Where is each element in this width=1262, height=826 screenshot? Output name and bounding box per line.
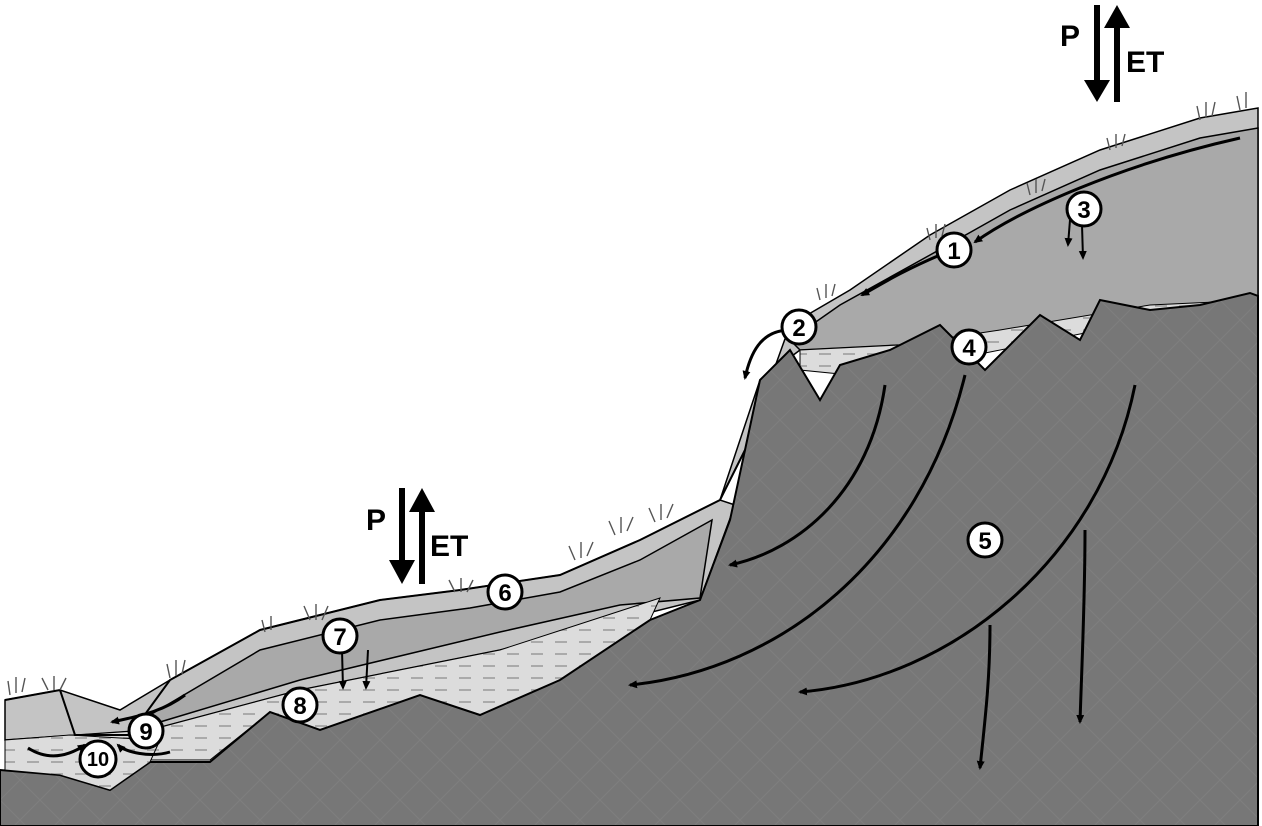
lower-precipitation-label: P [366,504,386,537]
svg-text:3: 3 [1077,197,1090,224]
label-1: 1 [935,231,973,269]
svg-text:10: 10 [87,749,109,771]
arrow-percolation-3b [1078,224,1087,260]
arrow-channel-10a [27,743,87,758]
label-3: 3 [1065,190,1103,228]
arrow-bedrock-flow-b [628,374,967,689]
top-p-et-indicator: P ET [1060,5,1164,102]
arrow-subsurface-flow-1b [860,253,941,297]
arrow-channel-10b [116,743,171,756]
arrow-percolation-3a [1064,219,1073,247]
vegetation [7,92,1247,696]
arrow-seepage-9 [110,693,186,725]
svg-text:8: 8 [293,693,306,720]
top-precipitation-label: P [1060,20,1080,53]
arrow-bedrock-flow-a [728,384,887,568]
svg-text:2: 2 [792,315,805,342]
label-10: 10 [78,739,118,779]
svg-text:6: 6 [498,580,511,607]
flow-arrows [27,136,1241,770]
svg-text:5: 5 [978,528,991,555]
label-9: 9 [127,712,165,750]
arrow-bedrock-flow-c [798,384,1137,696]
label-7: 7 [321,617,359,655]
svg-text:7: 7 [333,624,346,651]
arrow-deep-percolation-a [976,624,992,770]
label-5: 5 [966,521,1004,559]
label-2: 2 [780,308,818,346]
lower-soil-mid-layer [148,518,713,723]
top-evapotranspiration-label: ET [1126,46,1164,79]
arrow-percolation-7a [338,649,347,690]
label-8: 8 [281,686,319,724]
arrow-percolation-7b [362,649,371,690]
arrow-deep-percolation-b [1076,529,1087,724]
svg-text:9: 9 [139,719,152,746]
svg-text:1: 1 [947,238,960,265]
ground-surface [4,449,746,736]
label-4: 4 [950,328,988,366]
bedrock [0,291,1259,826]
lower-evapotranspiration-label: ET [430,530,468,563]
svg-text:4: 4 [962,335,976,362]
label-6: 6 [486,573,524,611]
lower-p-et-indicator: P ET [366,488,468,584]
arrow-subsurface-flow-1 [973,136,1241,244]
